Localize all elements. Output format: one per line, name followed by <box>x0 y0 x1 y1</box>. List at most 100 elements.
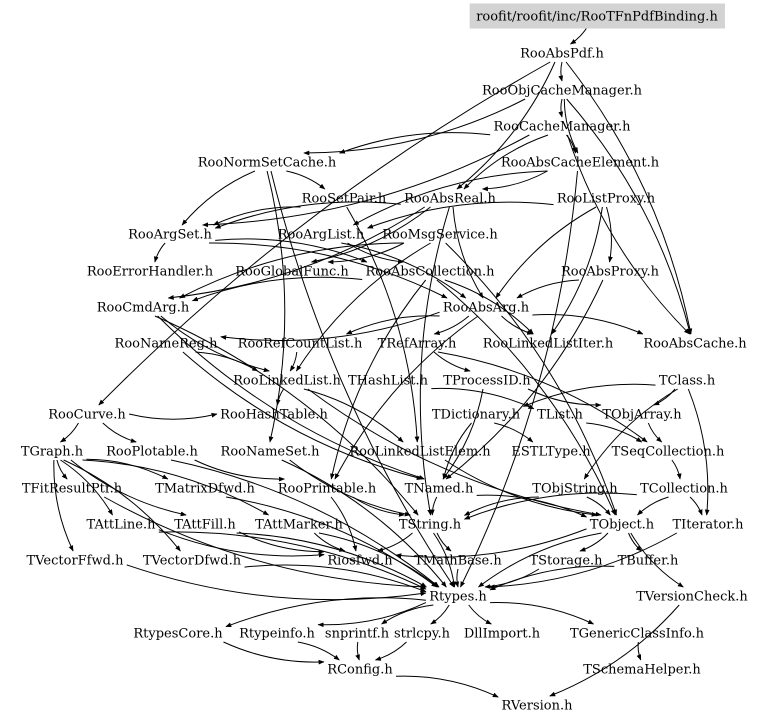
node-roo-global-func[interactable]: RooGlobalFunc.h <box>235 265 349 280</box>
node-roo-abs-cache[interactable]: RooAbsCache.h <box>643 337 747 352</box>
node-roo-cmd-arg[interactable]: RooCmdArg.h <box>97 301 190 316</box>
node-roo-abs-cache-element[interactable]: RooAbsCacheElement.h <box>501 156 660 171</box>
node-label: RooCurve.h <box>48 408 126 423</box>
edge-roo-abs-collection-to-roo-linked-list-iter <box>444 279 534 335</box>
node-roo-curve[interactable]: RooCurve.h <box>48 408 126 423</box>
node-tgraph[interactable]: TGraph.h <box>21 445 84 460</box>
node-label: TFitResultPtr.h <box>22 482 123 497</box>
edge-roo-abs-real-to-roo-cmd-arg <box>167 206 425 300</box>
node-tgeneric-class-info[interactable]: TGenericClassInfo.h <box>570 627 705 642</box>
node-tlist[interactable]: TList.h <box>537 408 583 423</box>
node-roo-linked-list-iter[interactable]: RooLinkedListIter.h <box>483 337 614 352</box>
node-tvector-ffwd[interactable]: TVectorFfwd.h <box>27 554 125 569</box>
node-dll-import[interactable]: DllImport.h <box>464 627 541 642</box>
node-tatt-marker[interactable]: TAttMarker.h <box>255 518 343 533</box>
node-roo-name-reg[interactable]: RooNameReg.h <box>115 337 219 352</box>
node-roo-abs-pdf[interactable]: RooAbsPdf.h <box>520 47 604 62</box>
node-rversion[interactable]: RVersion.h <box>502 699 574 714</box>
edge-tatt-fill-to-riosfwd <box>238 531 325 555</box>
edge-roo-obj-cache-manager-to-roo-abs-cache <box>566 98 692 335</box>
edge-roo-list-proxy-to-roo-abs-arg <box>495 206 597 299</box>
node-tbuffer[interactable]: TBuffer.h <box>618 554 679 569</box>
node-roo-cache-manager[interactable]: RooCacheManager.h <box>494 120 632 135</box>
node-roo-abs-arg[interactable]: RooAbsArg.h <box>443 301 530 316</box>
node-roo-printable[interactable]: RooPrintable.h <box>278 482 377 497</box>
node-tschema-helper[interactable]: TSchemaHelper.h <box>583 663 701 678</box>
node-tatt-line[interactable]: TAttLine.h <box>87 518 157 533</box>
node-roo-abs-proxy[interactable]: RooAbsProxy.h <box>561 265 660 280</box>
node-label: RooPrintable.h <box>278 482 377 497</box>
node-label: RooErrorHandler.h <box>87 265 214 280</box>
edge-tobject-to-tbuffer <box>628 532 642 552</box>
node-roo-plotable[interactable]: RooPlotable.h <box>106 445 198 460</box>
node-roo-linked-list[interactable]: RooLinkedList.h <box>233 374 341 389</box>
node-roo-norm-set-cache[interactable]: RooNormSetCache.h <box>198 156 337 171</box>
node-titerator[interactable]: TIterator.h <box>672 518 744 533</box>
node-roo-obj-cache-manager[interactable]: RooObjCacheManager.h <box>482 84 643 99</box>
node-label: RConfig.h <box>327 663 393 678</box>
edge-rtypeinfo-to-rconfig <box>297 641 340 661</box>
edge-roo-abs-pdf-to-roo-abs-real <box>456 61 556 190</box>
node-root[interactable]: roofit/roofit/inc/RooTFnPdfBinding.h <box>469 3 725 29</box>
node-tstorage[interactable]: TStorage.h <box>529 554 603 569</box>
node-tstring[interactable]: TString.h <box>399 518 462 533</box>
node-label: strlcpy.h <box>394 627 451 642</box>
node-tnamed[interactable]: TNamed.h <box>405 482 474 497</box>
node-roo-abs-collection[interactable]: RooAbsCollection.h <box>366 265 496 280</box>
node-label: TVectorDfwd.h <box>143 554 242 569</box>
node-estltype[interactable]: ESTLType.h <box>511 445 591 460</box>
node-rtypes[interactable]: Rtypes.h <box>429 590 487 605</box>
node-tclass[interactable]: TClass.h <box>659 374 716 389</box>
edge-roo-list-proxy-to-roo-linked-list-iter <box>551 206 603 335</box>
edge-tobject-to-riosfwd <box>395 528 587 559</box>
node-roo-linked-list-elem[interactable]: RooLinkedListElem.h <box>349 445 491 460</box>
edge-roo-abs-collection-to-roo-cmd-arg <box>191 276 363 302</box>
node-tatt-fill[interactable]: TAttFill.h <box>174 518 236 533</box>
node-tmatrix-dfwd[interactable]: TMatrixDfwd.h <box>155 482 255 497</box>
node-rtypes-core[interactable]: RtypesCore.h <box>133 627 223 642</box>
node-roo-abs-real[interactable]: RooAbsReal.h <box>404 192 496 207</box>
node-label: RooCacheManager.h <box>494 120 632 135</box>
node-roo-hash-table[interactable]: RooHashTable.h <box>220 408 328 423</box>
node-roo-arg-list[interactable]: RooArgList.h <box>278 228 365 243</box>
node-label: RooAbsArg.h <box>443 301 530 316</box>
node-rconfig[interactable]: RConfig.h <box>327 663 393 678</box>
node-tobject[interactable]: TObject.h <box>590 518 655 533</box>
node-roo-name-set[interactable]: RooNameSet.h <box>221 445 321 460</box>
node-tobj-string[interactable]: TObjString.h <box>532 482 618 497</box>
node-tseq-collection[interactable]: TSeqCollection.h <box>612 445 725 460</box>
edge-tgraph-to-tvector-ffwd <box>53 459 74 552</box>
node-label: RooGlobalFunc.h <box>235 265 349 280</box>
node-roo-list-proxy[interactable]: RooListProxy.h <box>557 192 656 207</box>
node-tobj-array[interactable]: TObjArray.h <box>602 408 682 423</box>
node-label: TProcessID.h <box>443 374 531 389</box>
edge-tref-array-to-tprocess-id <box>433 351 471 372</box>
node-rtypeinfo[interactable]: Rtypeinfo.h <box>239 627 315 642</box>
edge-tbuffer-to-rtypes <box>489 565 615 591</box>
edge-roo-name-reg-to-tnamed <box>182 351 423 480</box>
node-tdictionary[interactable]: TDictionary.h <box>432 408 521 423</box>
edge-rtypes-to-snprintf <box>381 604 434 625</box>
node-thash-list[interactable]: THashList.h <box>348 374 429 389</box>
node-label: RooAbsCache.h <box>643 337 747 352</box>
node-roo-error-handler[interactable]: RooErrorHandler.h <box>87 265 214 280</box>
node-strlcpy[interactable]: strlcpy.h <box>394 627 451 642</box>
node-roo-set-pair[interactable]: RooSetPair.h <box>302 192 387 207</box>
node-tversion-check[interactable]: TVersionCheck.h <box>636 590 748 605</box>
node-tmath-base[interactable]: TMathBase.h <box>414 554 502 569</box>
node-roo-arg-set[interactable]: RooArgSet.h <box>128 228 212 243</box>
node-riosfwd[interactable]: Riosfwd.h <box>327 554 393 569</box>
node-tcollection[interactable]: TCollection.h <box>640 482 728 497</box>
node-roo-ref-count-list[interactable]: RooRefCountList.h <box>238 337 363 352</box>
edge-tfit-result-ptr-to-rtypes <box>103 496 427 590</box>
node-snprintf[interactable]: snprintf.h <box>325 627 390 642</box>
node-tprocess-id[interactable]: TProcessID.h <box>443 374 531 389</box>
node-tref-array[interactable]: TRefArray.h <box>378 337 457 352</box>
node-tfit-result-ptr[interactable]: TFitResultPtr.h <box>22 482 123 497</box>
node-roo-msg-service[interactable]: RooMsgService.h <box>382 228 498 243</box>
edge-roo-msg-service-to-tobject <box>445 242 617 516</box>
edge-roo-name-set-to-tstring <box>289 459 411 517</box>
node-tvector-dfwd[interactable]: TVectorDfwd.h <box>143 554 242 569</box>
edge-rconfig-to-rversion <box>395 675 499 698</box>
